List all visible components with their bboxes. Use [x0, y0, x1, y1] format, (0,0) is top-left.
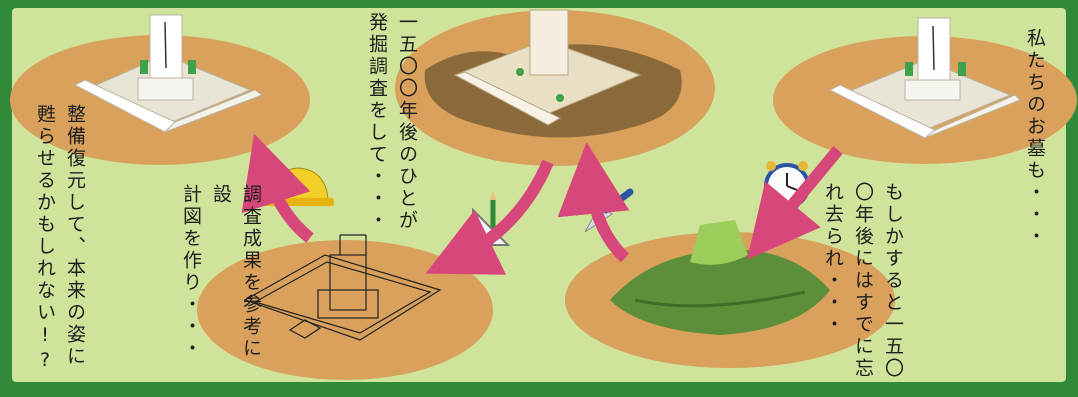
- grave-icon: [828, 17, 1021, 139]
- arrow-4-to-5: [241, 133, 314, 243]
- caption-stage-2: もしかすると一五〇 〇年後にはすでに忘 れ去られ・・・: [822, 182, 904, 380]
- caption-stage-5: 整備復元して、本来の姿に 甦らせるかもしれない!?: [34, 104, 86, 374]
- caption-stage-3: 一五〇〇年後のひとが 発掘調査をして・・・: [366, 12, 418, 232]
- blueprint-icon: [243, 234, 442, 341]
- excavated-grave-icon: [424, 9, 682, 138]
- overgrown-mound-icon: [610, 220, 830, 335]
- caption-stage-1: 私たちのお墓も・・・: [1024, 28, 1046, 248]
- arrow-1-to-2: [747, 146, 843, 260]
- arrow-2-to-3: [557, 142, 630, 263]
- caption-stage-4: 調査成果を参考に設 計図を作り・・・: [180, 184, 262, 360]
- restored-grave-icon: [73, 14, 264, 133]
- arrow-3-to-4: [425, 159, 554, 275]
